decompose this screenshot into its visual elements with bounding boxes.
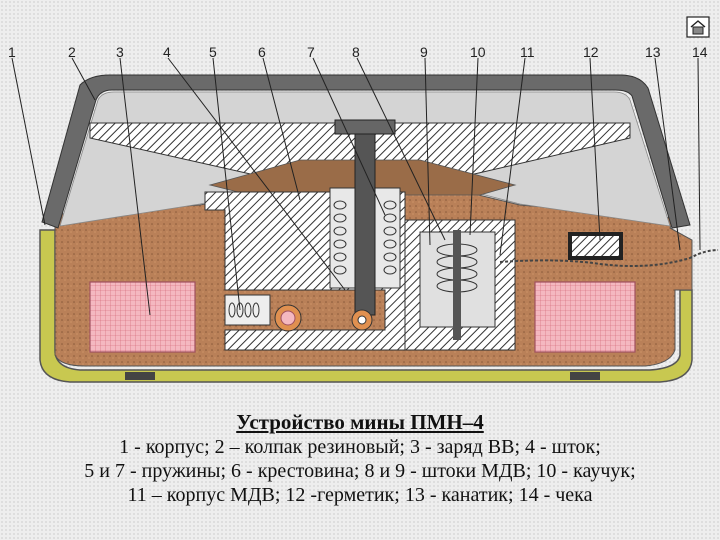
label-11: 11	[520, 44, 535, 60]
label-3: 3	[116, 44, 124, 60]
label-6: 6	[258, 44, 266, 60]
label-7: 7	[307, 44, 315, 60]
spring-5	[228, 302, 260, 318]
label-9: 9	[420, 44, 428, 60]
charge-left	[89, 281, 196, 353]
label-1: 1	[8, 44, 16, 60]
rubber-cap	[41, 74, 691, 229]
label-5: 5	[209, 44, 217, 60]
base-foot-left	[125, 372, 155, 380]
label-12: 12	[583, 44, 599, 60]
caption-line-2: 5 и 7 - пружины; 6 - крестовина; 8 и 9 -…	[84, 460, 636, 482]
spring-5-chamber	[224, 294, 271, 326]
caption-line-1: 1 - корпус; 2 – колпак резиновый; 3 - за…	[119, 436, 601, 458]
caption-title: Устройство мины ПМН–4	[236, 410, 484, 434]
label-14: 14	[692, 44, 708, 60]
mdv-rod	[453, 230, 461, 340]
label-10: 10	[470, 44, 486, 60]
base-foot-right	[570, 372, 600, 380]
spring-7	[333, 200, 397, 275]
caption: Устройство мины ПМН–4 1 - корпус; 2 – ко…	[0, 410, 720, 507]
leader-lines	[11, 57, 701, 316]
charge-right	[534, 281, 636, 353]
label-13: 13	[645, 44, 661, 60]
label-2: 2	[68, 44, 76, 60]
label-8: 8	[352, 44, 360, 60]
caption-line-3: 11 – корпус МДВ; 12 -герметик; 13 - кана…	[127, 484, 593, 506]
striker-rod	[354, 124, 376, 316]
home-icon[interactable]	[686, 16, 710, 38]
label-4: 4	[163, 44, 171, 60]
striker-head	[334, 119, 396, 135]
